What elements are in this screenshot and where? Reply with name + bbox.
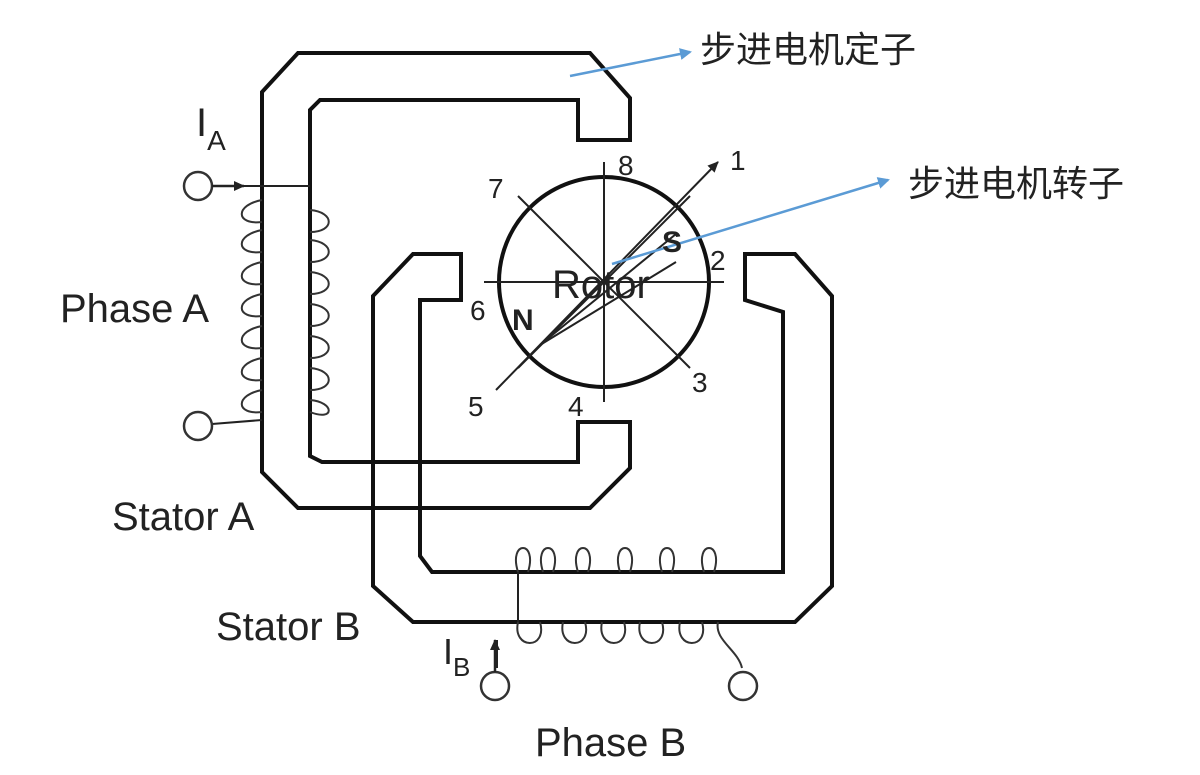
position-4: 4 [568, 391, 584, 422]
position-1: 1 [730, 145, 746, 176]
current-b-label: IB [443, 631, 470, 682]
position-8: 8 [618, 150, 634, 181]
terminal-a-in [182, 170, 214, 202]
position-7: 7 [488, 173, 504, 204]
north-pole-label: N [512, 304, 534, 337]
phase-b-label: Phase B [535, 721, 686, 765]
rotor-group [484, 161, 724, 402]
stator-a-label: Stator A [112, 495, 255, 539]
rotor-cn-label: 步进电机转子 [908, 164, 1124, 205]
rotor-annotation-arrow [611, 177, 890, 266]
stator-annotation-arrow [569, 48, 692, 78]
stator-cn-label: 步进电机定子 [700, 30, 916, 71]
stator-a-core [260, 51, 632, 510]
stator-b-core [371, 252, 834, 624]
south-pole-label: S [662, 226, 682, 259]
phase-a-label: Phase A [60, 287, 209, 331]
terminal-b-out [727, 670, 759, 702]
terminal-b-in [479, 670, 511, 702]
stator-b-label: Stator B [216, 605, 361, 649]
phase-b-coil [496, 547, 743, 669]
position-6: 6 [470, 295, 486, 326]
current-a-label: IA [196, 101, 226, 156]
phase-a-coil [211, 185, 330, 425]
position-2: 2 [710, 245, 726, 276]
position-3: 3 [692, 367, 708, 398]
rotor-label: Rotor [552, 263, 650, 307]
terminal-a-out [182, 410, 214, 442]
position-5: 5 [468, 391, 484, 422]
